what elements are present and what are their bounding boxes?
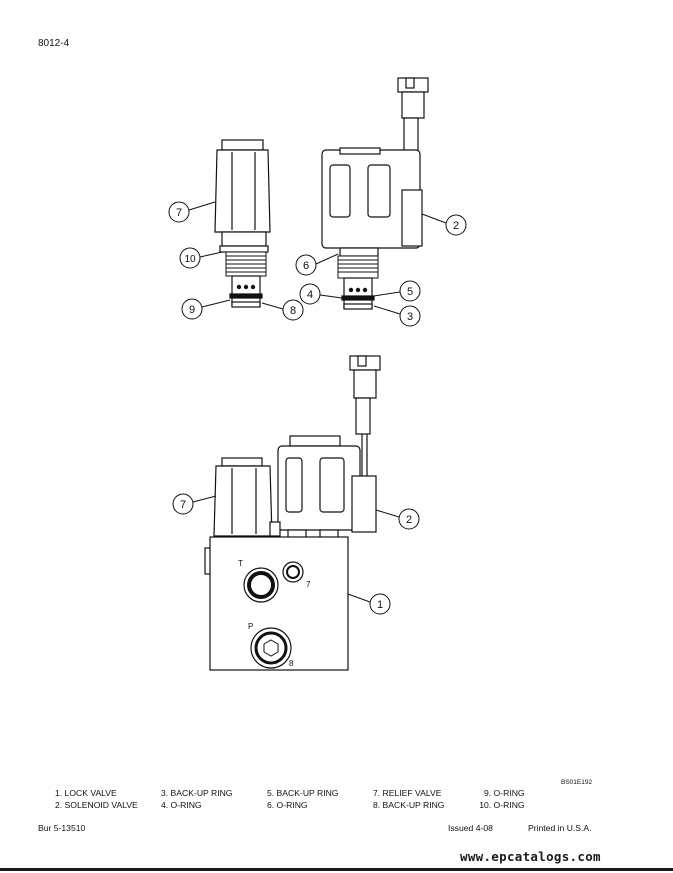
solenoid-valve-top (321, 77, 429, 310)
callout-number: 2 (453, 220, 459, 232)
port-mark-7: 7 (306, 580, 311, 589)
assembled-valve-block (204, 355, 381, 671)
legend-item: 5. BACK-UP RING (267, 788, 339, 798)
legend-item: 3. BACK-UP RING (161, 788, 233, 798)
callout-number: 6 (303, 260, 309, 272)
bottom-rule (0, 868, 673, 871)
legend-item: 4. O-RING (161, 800, 202, 810)
callout-number: 2 (406, 514, 412, 526)
callout-number: 9 (189, 304, 195, 316)
callout-number: 7 (180, 499, 186, 511)
callout-number: 3 (407, 311, 413, 323)
callout-number: 5 (407, 286, 413, 298)
legend-column-1: 1. LOCK VALVE 2. SOLENOID VALVE (55, 787, 138, 811)
callout-number: 7 (176, 207, 182, 219)
legend-column-2: 3. BACK-UP RING 4. O-RING (161, 787, 232, 811)
callout-number: 1 (377, 599, 383, 611)
thread-section (225, 251, 267, 277)
legend-item: 7. RELIEF VALVE (373, 788, 442, 798)
legend-item: 8. BACK-UP RING (373, 800, 445, 810)
callout-number: 10 (184, 254, 196, 265)
legend-item: 6. O-RING (267, 800, 308, 810)
legend-item: 9. O-RING (484, 788, 525, 798)
callout-number: 8 (290, 305, 296, 317)
port-t-label: T (238, 559, 243, 568)
legend-column-5: 9. O-RING 10. O-RING (478, 787, 525, 811)
callouts-bottom (172, 493, 420, 615)
port-mark-8: 8 (289, 659, 294, 668)
legend-item: 2. SOLENOID VALVE (55, 800, 138, 810)
legend-column-4: 7. RELIEF VALVE 8. BACK-UP RING (373, 787, 444, 811)
legend-item: 10. O-RING (479, 800, 525, 810)
watermark-link[interactable]: www.epcatalogs.com (460, 849, 601, 864)
callouts-top (168, 201, 467, 327)
legend-column-3: 5. BACK-UP RING 6. O-RING (267, 787, 338, 811)
footer-printed: Printed in U.S.A. (528, 823, 592, 833)
relief-valve-cartridge (214, 139, 271, 308)
footer-issued-date: Issued 4-08 (448, 823, 493, 833)
port-p-label: P (248, 622, 253, 631)
callout-number: 4 (307, 289, 313, 301)
legend-item: 1. LOCK VALVE (55, 788, 117, 798)
solenoid-thread (337, 255, 379, 279)
footer-doc-number: Bur 5-13510 (38, 823, 86, 833)
figure-code: BS01E192 (561, 779, 593, 786)
page-id: 8012-4 (38, 38, 70, 49)
